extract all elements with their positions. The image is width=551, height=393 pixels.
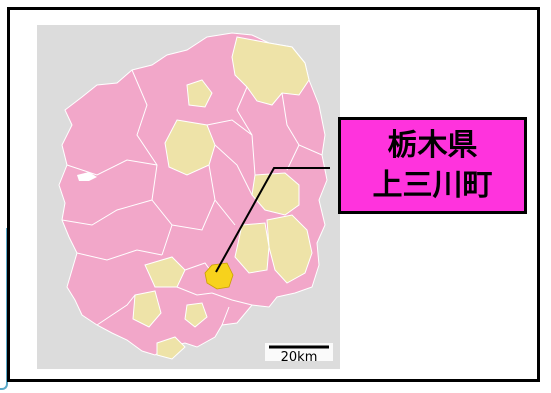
municipality-ne-small — [186, 79, 213, 108]
municipality-south-1 — [144, 256, 186, 288]
lake — [77, 172, 97, 181]
callout-prefecture-name: 栃木県 — [387, 127, 478, 163]
map-svg: 20km — [37, 25, 340, 369]
place-name-callout: 栃木県 上三川町 — [338, 117, 527, 214]
tochigi-map: 20km — [37, 25, 340, 369]
scale-bar: 20km — [265, 343, 333, 365]
municipality-center-west — [164, 119, 216, 176]
municipality-south-4 — [156, 336, 186, 360]
municipality-south-2 — [132, 290, 162, 328]
municipality-south-3 — [184, 302, 208, 328]
scale-bar-label: 20km — [281, 350, 318, 365]
callout-town-name: 上三川町 — [372, 167, 493, 203]
municipal-borders — [61, 69, 323, 326]
